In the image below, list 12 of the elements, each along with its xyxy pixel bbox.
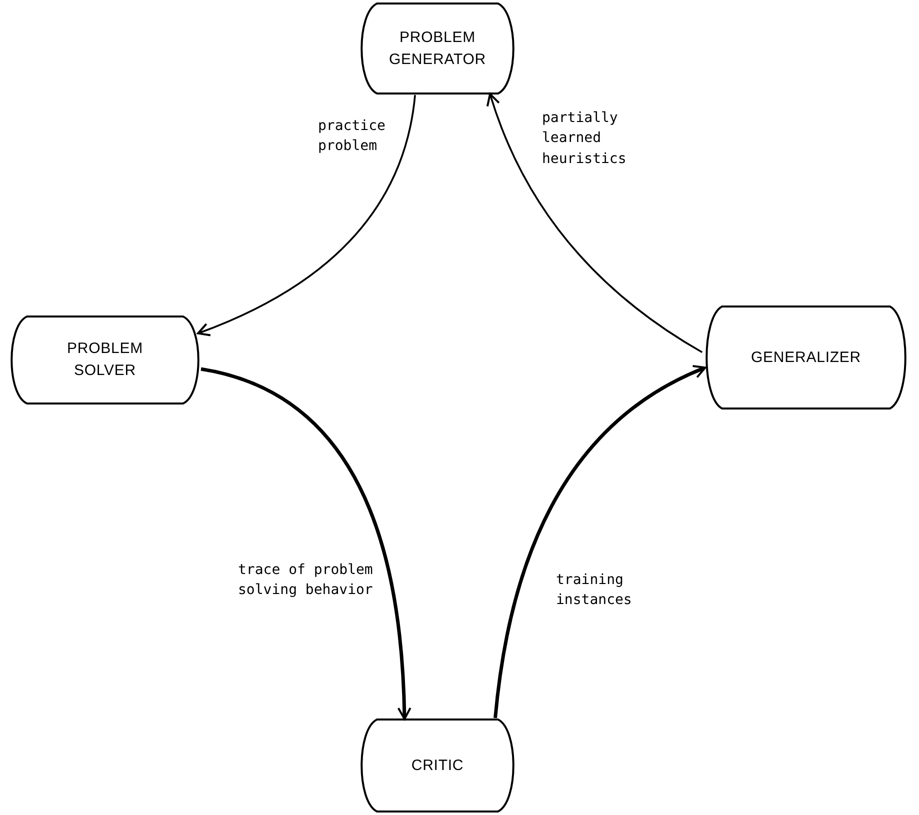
node-label: PROBLEM SOLVER bbox=[66, 339, 144, 381]
edge-label: partially learned heuristics bbox=[542, 109, 628, 169]
node-label: GENERALIZER bbox=[750, 348, 862, 368]
node-label: PROBLEM GENERATOR bbox=[388, 28, 487, 70]
arrow bbox=[200, 367, 412, 720]
edge-label: trace of problem solving behavior bbox=[238, 561, 374, 600]
arrow bbox=[197, 94, 416, 336]
arrow bbox=[486, 93, 703, 354]
node-label: CRITIC bbox=[410, 756, 465, 776]
edge-label: training instances bbox=[556, 571, 633, 610]
edge-label: practice problem bbox=[318, 117, 386, 156]
arrow bbox=[494, 366, 706, 718]
